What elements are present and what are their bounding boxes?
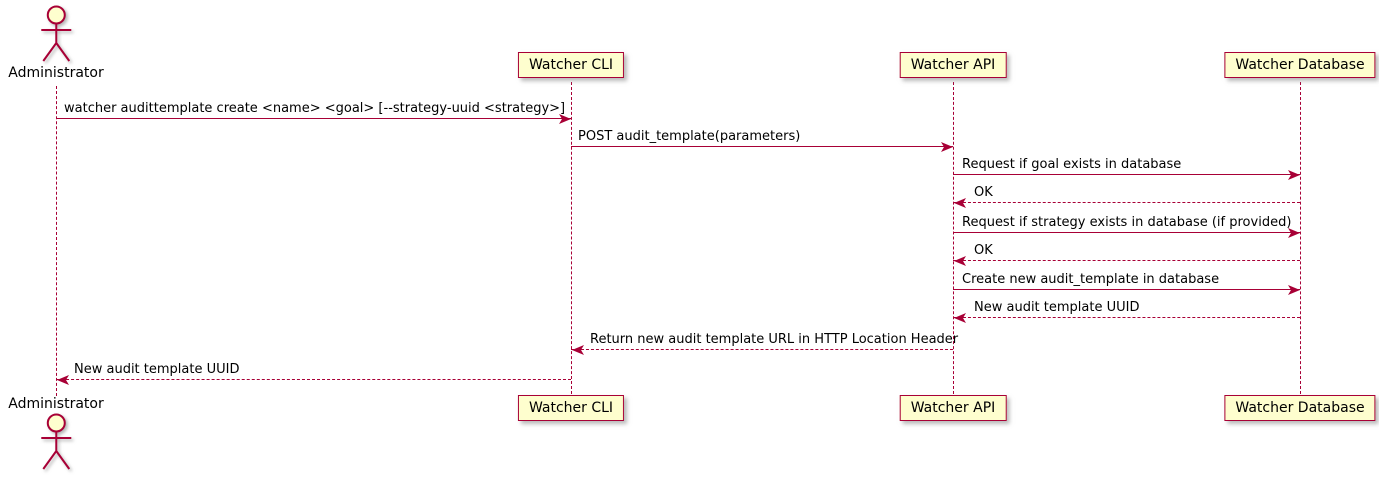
message-line <box>953 317 1300 318</box>
message-label: Request if strategy exists in database (… <box>962 215 1292 230</box>
message-line <box>56 118 571 119</box>
message-line <box>953 260 1300 261</box>
lifeline-administrator <box>56 86 57 396</box>
message-line <box>953 174 1300 175</box>
participant-box-watcher-database-top: Watcher Database <box>1224 52 1376 78</box>
message-line <box>571 349 953 350</box>
lifeline-watcher-database <box>1300 82 1301 394</box>
message-line <box>953 232 1300 233</box>
arrowhead-right-icon <box>1288 285 1300 295</box>
arrowhead-left-icon <box>572 345 584 355</box>
message-label: New audit template UUID <box>74 362 240 377</box>
message-label: watcher audittemplate create <name> <goa… <box>64 101 566 116</box>
participant-box-watcher-api-bottom: Watcher API <box>899 395 1007 421</box>
message-label: New audit template UUID <box>974 300 1140 315</box>
participant-box-watcher-database-bottom: Watcher Database <box>1224 395 1376 421</box>
lifeline-watcher-cli <box>571 82 572 394</box>
message-label: Create new audit_template in database <box>962 272 1220 287</box>
message-line <box>953 289 1300 290</box>
arrowhead-left-icon <box>954 256 966 266</box>
participant-label: Administrator <box>8 396 104 412</box>
arrowhead-left-icon <box>954 313 966 323</box>
message-label: Return new audit template URL in HTTP Lo… <box>590 332 959 347</box>
arrowhead-left-icon <box>954 198 966 208</box>
message-label: Request if goal exists in database <box>962 157 1182 172</box>
lifeline-watcher-api <box>953 82 954 394</box>
participant-box-watcher-cli-bottom: Watcher CLI <box>517 395 625 421</box>
message-label: OK <box>974 185 993 200</box>
participant-box-watcher-api-top: Watcher API <box>899 52 1007 78</box>
arrowhead-left-icon <box>57 375 69 385</box>
actor-icon <box>41 413 71 470</box>
message-line <box>56 379 571 380</box>
message-line <box>953 202 1300 203</box>
participant-administrator-bottom: Administrator <box>8 396 104 471</box>
participant-box-watcher-cli-top: Watcher CLI <box>517 52 625 78</box>
message-label: POST audit_template(parameters) <box>578 129 801 144</box>
arrowhead-right-icon <box>559 114 571 124</box>
arrowhead-right-icon <box>941 142 953 152</box>
participant-administrator-top: Administrator <box>8 5 104 81</box>
arrowhead-right-icon <box>1288 170 1300 180</box>
arrowhead-right-icon <box>1288 228 1300 238</box>
actor-icon <box>41 5 71 62</box>
message-line <box>571 146 953 147</box>
participant-label: Administrator <box>8 65 104 81</box>
message-label: OK <box>974 243 993 258</box>
